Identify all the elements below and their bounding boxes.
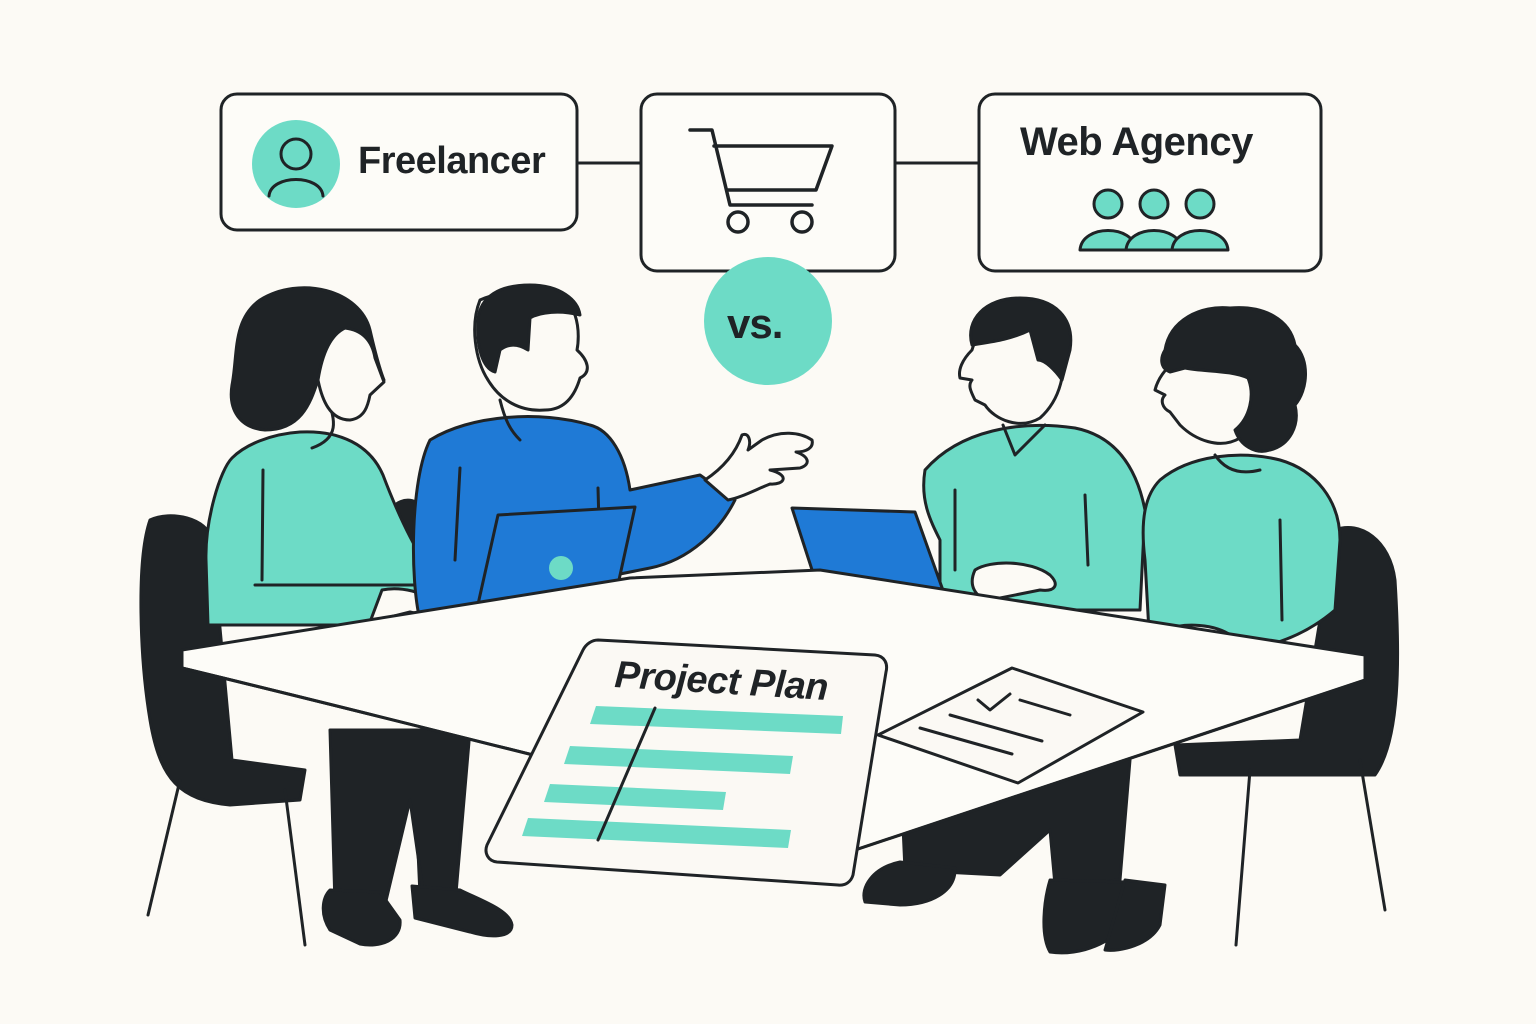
checklist-line (948, 713, 1044, 743)
agency-box (977, 92, 1323, 273)
right-chair (1173, 525, 1400, 947)
checklist-line (918, 726, 1014, 756)
versus-label: vs. (727, 300, 783, 347)
timeline-marker (596, 706, 657, 842)
man-right-figure (922, 296, 1147, 612)
freelancer-label: Freelancer (358, 140, 546, 182)
project-plan-document (484, 638, 889, 887)
check-icon (976, 692, 1012, 712)
versus-badge (704, 257, 832, 385)
web-agency-label: Web Agency (1020, 120, 1253, 164)
checklist-paper (876, 666, 1145, 785)
legs-left (321, 728, 514, 947)
laptop-logo (549, 556, 573, 580)
cart-box (639, 92, 897, 273)
single-person-icon (252, 120, 340, 208)
group-people-icon (1078, 188, 1230, 252)
comparison-header (219, 92, 1323, 385)
checklist-line (1018, 698, 1072, 717)
shopping-cart-icon (688, 128, 834, 234)
woman-right-figure (1141, 306, 1342, 662)
woman-left-figure (204, 286, 448, 627)
